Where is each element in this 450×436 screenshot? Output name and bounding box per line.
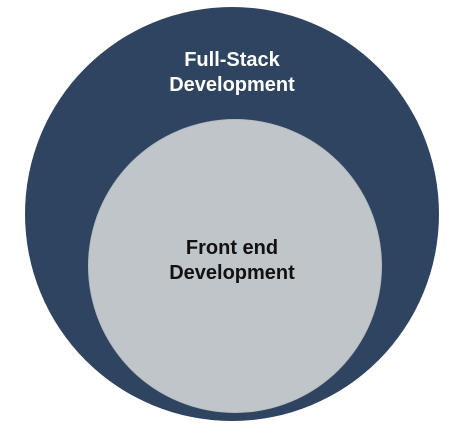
front-end-label-line1: Front end	[185, 237, 279, 259]
full-stack-label: Full-Stack Development	[132, 48, 332, 98]
front-end-circle	[89, 120, 381, 412]
full-stack-label-line2: Development	[169, 74, 295, 96]
front-end-label-line2: Development	[169, 262, 295, 284]
front-end-label: Front end Development	[132, 236, 332, 286]
full-stack-label-line1: Full-Stack	[184, 49, 280, 71]
